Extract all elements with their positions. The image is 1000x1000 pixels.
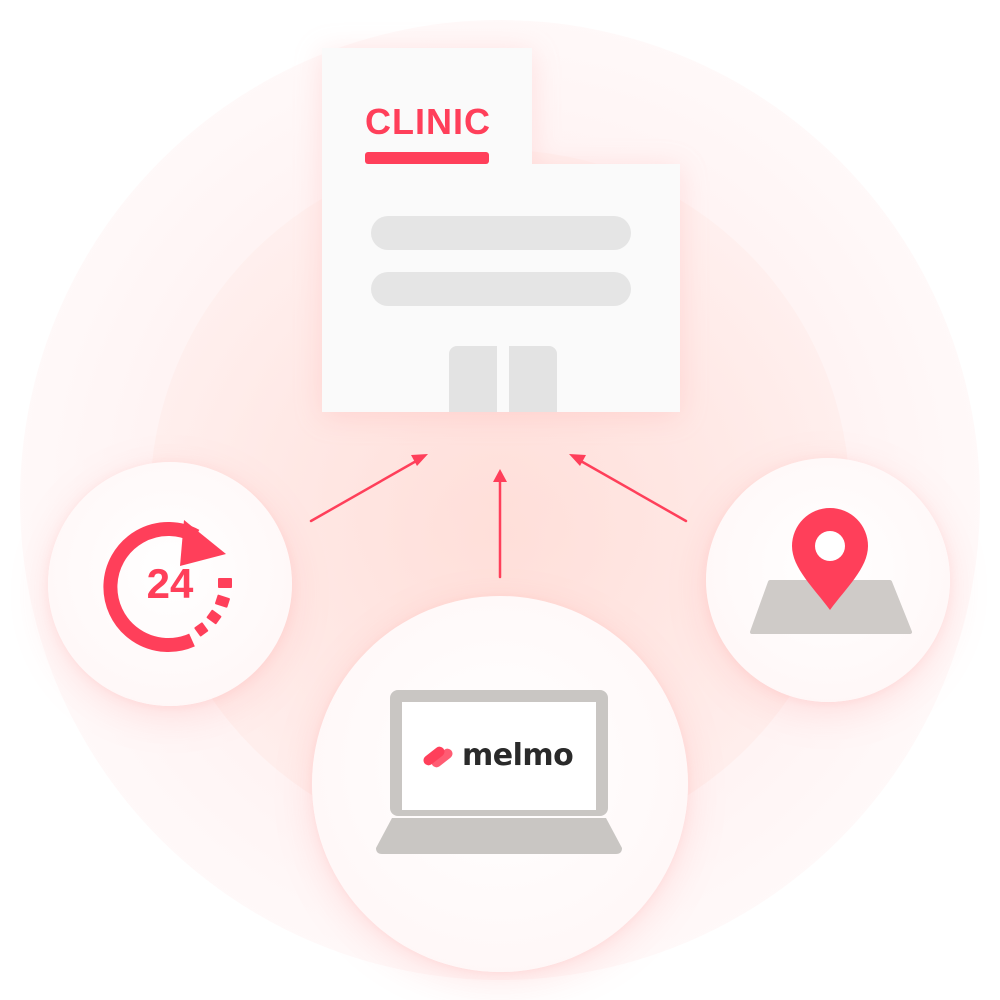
clinic-label: CLINIC bbox=[365, 101, 491, 142]
map-pin-icon bbox=[750, 508, 912, 634]
clinic-label-underline bbox=[365, 152, 489, 164]
laptop-icon bbox=[376, 690, 622, 854]
clock-24-icon bbox=[103, 520, 232, 653]
feature-bubble-availability bbox=[48, 462, 292, 706]
melmo-brand: melmo bbox=[420, 736, 590, 776]
clinic-door-right bbox=[509, 346, 557, 412]
clock-24-label: 24 bbox=[146, 560, 194, 607]
clinic-door-left bbox=[449, 346, 497, 412]
melmo-brand-text: melmo bbox=[462, 738, 574, 773]
clinic-placeholder-bar-2 bbox=[371, 272, 631, 306]
clinic-placeholder-bar-1 bbox=[371, 216, 631, 250]
melmo-logo-icon bbox=[423, 746, 453, 768]
